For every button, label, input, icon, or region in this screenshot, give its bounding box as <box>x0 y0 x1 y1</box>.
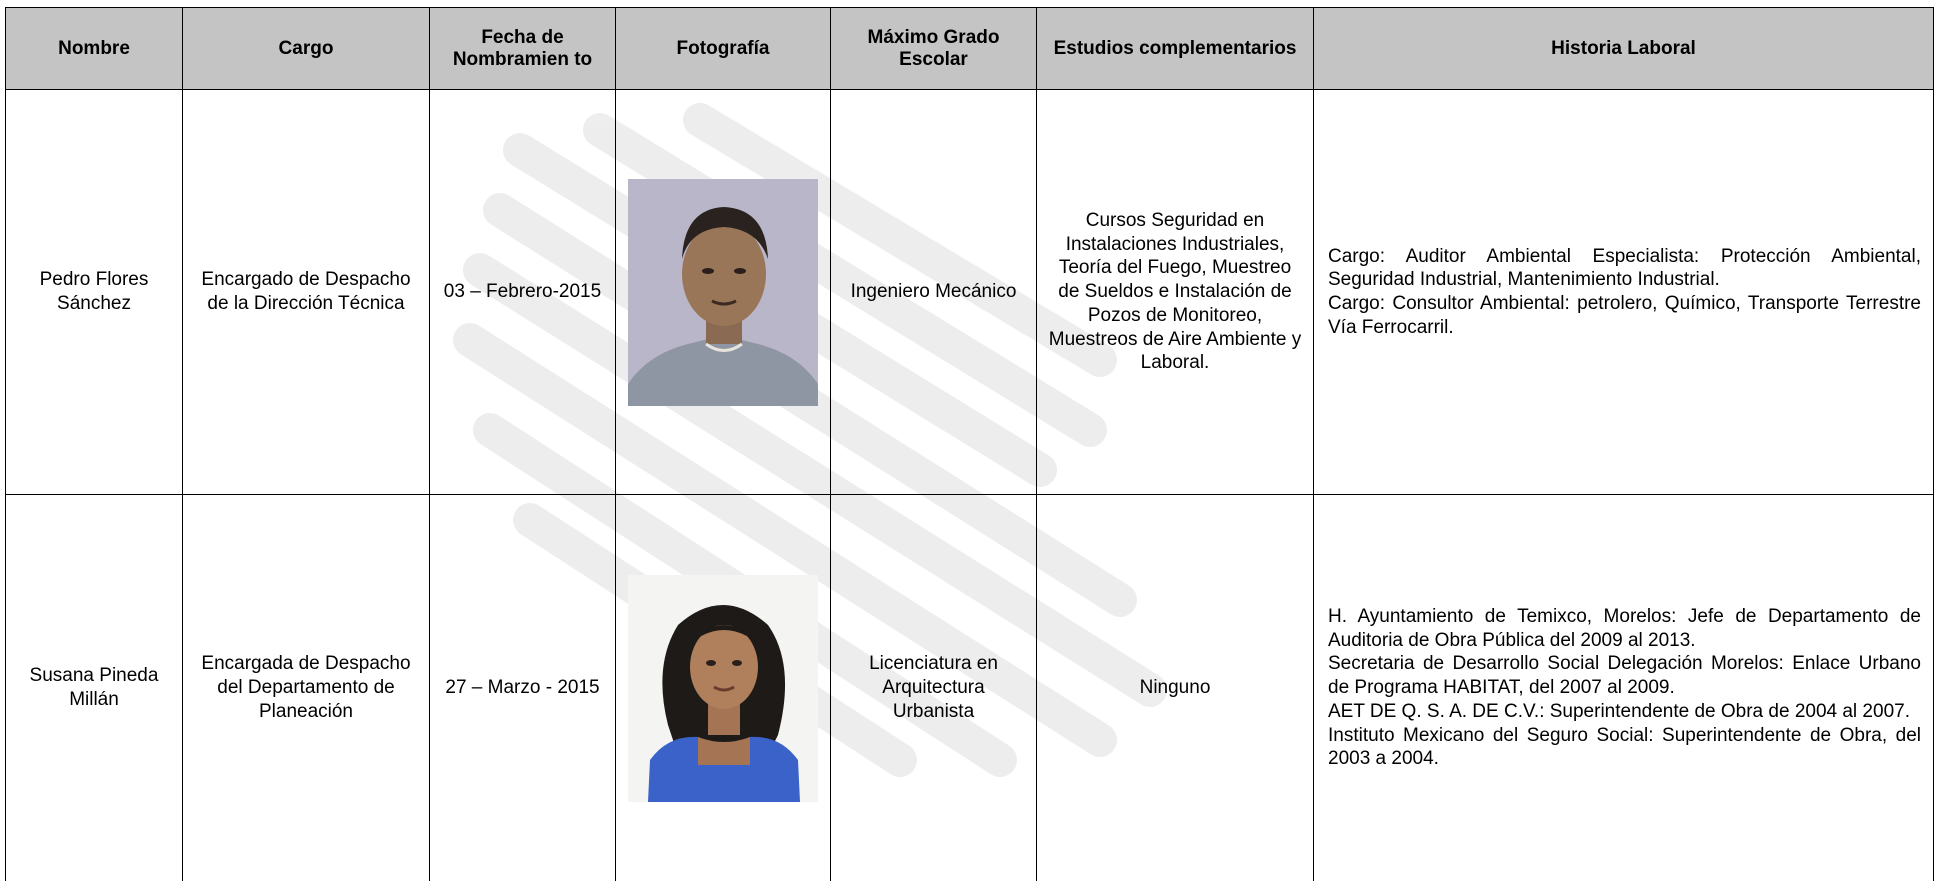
header-cargo: Cargo <box>183 8 430 90</box>
historia-line: Cargo: Consultor Ambiental: petrolero, Q… <box>1328 292 1921 340</box>
historia-line: H. Ayuntamiento de Temixco, Morelos: Jef… <box>1328 605 1921 653</box>
historia-line: Secretaria de Desarrollo Social Delegaci… <box>1328 652 1921 700</box>
header-fotografia: Fotografía <box>616 8 831 90</box>
staff-table: Nombre Cargo Fecha de Nombramien to Foto… <box>5 7 1934 881</box>
cell-cargo: Encargada de Despacho del Departamento d… <box>183 495 430 881</box>
cell-fecha: 03 – Febrero-2015 <box>430 90 616 495</box>
cell-historia: Cargo: Auditor Ambiental Especialista: P… <box>1314 90 1934 495</box>
header-row: Nombre Cargo Fecha de Nombramien to Foto… <box>6 8 1934 90</box>
cell-grado: Licenciatura en Arquitectura Urbanista <box>831 495 1037 881</box>
table-row: Pedro Flores Sánchez Encargado de Despac… <box>6 90 1934 495</box>
header-grado: Máximo Grado Escolar <box>831 8 1037 90</box>
cell-historia: H. Ayuntamiento de Temixco, Morelos: Jef… <box>1314 495 1934 881</box>
cell-fotografia <box>616 90 831 495</box>
header-nombre: Nombre <box>6 8 183 90</box>
header-historia: Historia Laboral <box>1314 8 1934 90</box>
photo-pedro <box>628 179 818 406</box>
historia-line: Instituto Mexicano del Seguro Social: Su… <box>1328 724 1921 772</box>
photo-susana <box>628 575 818 802</box>
historia-line: Cargo: Auditor Ambiental Especialista: P… <box>1328 245 1921 293</box>
cell-nombre: Pedro Flores Sánchez <box>6 90 183 495</box>
cell-estudios: Cursos Seguridad en Instalaciones Indust… <box>1037 90 1314 495</box>
cell-cargo: Encargado de Despacho de la Dirección Té… <box>183 90 430 495</box>
cell-fecha: 27 – Marzo - 2015 <box>430 495 616 881</box>
cell-estudios: Ninguno <box>1037 495 1314 881</box>
header-fecha: Fecha de Nombramien to <box>430 8 616 90</box>
table-row: Susana Pineda Millán Encargada de Despac… <box>6 495 1934 881</box>
historia-line: AET DE Q. S. A. DE C.V.: Superintendente… <box>1328 700 1921 724</box>
header-estudios: Estudios complementarios <box>1037 8 1314 90</box>
cell-nombre: Susana Pineda Millán <box>6 495 183 881</box>
cell-fotografia <box>616 495 831 881</box>
cell-grado: Ingeniero Mecánico <box>831 90 1037 495</box>
